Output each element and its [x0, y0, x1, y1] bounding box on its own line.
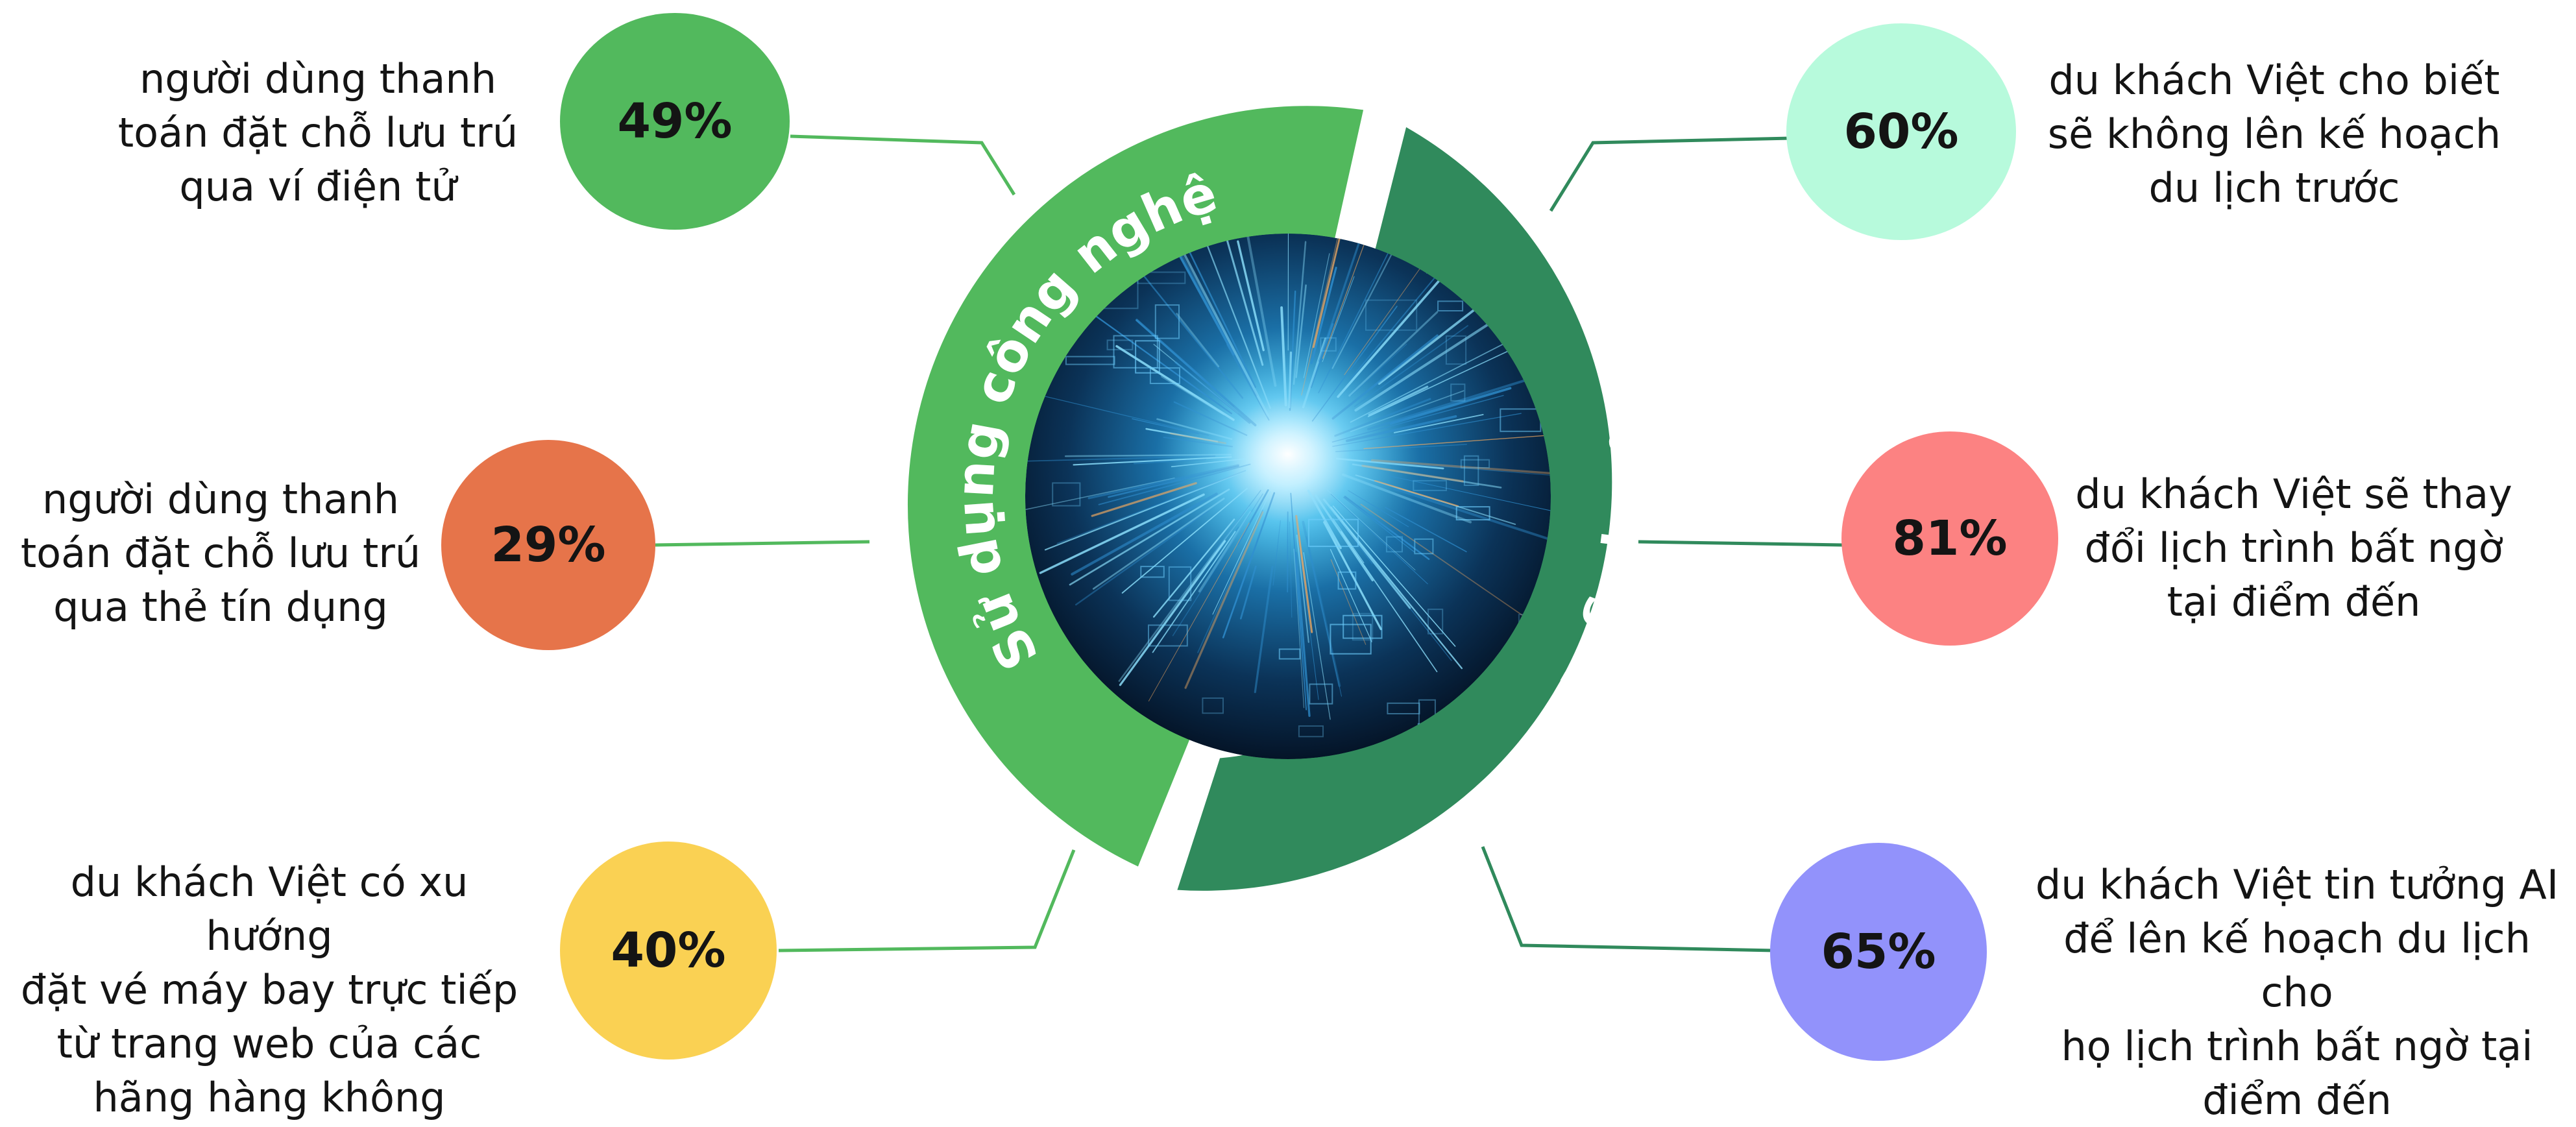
stat-description-ewallet: người dùng thanh toán đặt chỗ lưu trú qu… [110, 52, 526, 213]
connector-trust-ai [1483, 847, 1775, 951]
connector-airline-direct [779, 850, 1074, 951]
stat-airline-direct: 40% [560, 842, 777, 1060]
connector-ewallet [790, 136, 1014, 195]
stat-trust-ai: 65% [1770, 843, 1987, 1061]
connector-credit-card [655, 542, 869, 545]
stat-percent: 49% [617, 93, 732, 149]
connector-no-plan [1551, 138, 1791, 211]
stat-change-itinerary: 81% [1841, 431, 2058, 646]
stat-percent: 29% [491, 517, 605, 573]
stat-description-airline-direct: du khách Việt có xu hướng đặt vé máy bay… [10, 855, 529, 1124]
stat-percent: 60% [1843, 104, 1958, 160]
stat-description-credit-card: người dùng thanh toán đặt chỗ lưu trú qu… [13, 472, 428, 634]
stat-percent: 65% [1821, 924, 1936, 980]
stat-percent: 40% [611, 923, 725, 978]
connector-change-itinerary [1638, 542, 1843, 545]
stat-percent: 81% [1892, 511, 2007, 566]
stat-description-change-itinerary: du khách Việt sẽ thay đổi lịch trình bất… [2067, 467, 2521, 629]
stat-ewallet: 49% [560, 13, 790, 230]
stat-description-trust-ai: du khách Việt tin tưởng AI để lên kế hoạ… [2024, 858, 2570, 1127]
stat-credit-card: 29% [441, 440, 655, 650]
stat-no-plan: 60% [1786, 23, 2016, 240]
stat-description-no-plan: du khách Việt cho biết sẽ không lên kế h… [2031, 53, 2518, 215]
